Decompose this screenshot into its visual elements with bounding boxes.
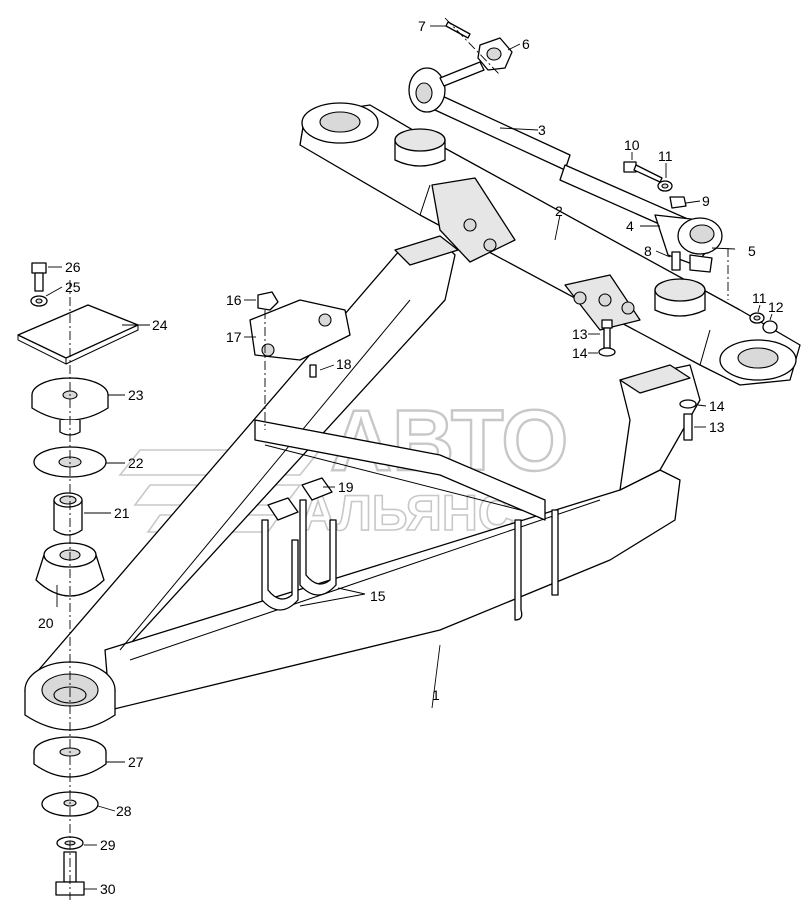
- callout-7: 7: [418, 18, 426, 34]
- callouts: 1 2 3 4 5 6 7 8 9 10 11 11 12 13 13 14 1…: [38, 18, 784, 897]
- washer-part-11: [657, 180, 673, 192]
- washer-part-14a: [598, 347, 616, 357]
- callout-9: 9: [702, 193, 710, 209]
- callout-3: 3: [538, 122, 546, 138]
- plate-part-19: [267, 477, 333, 521]
- callout-11a: 11: [658, 148, 673, 164]
- callout-13b: 13: [709, 419, 725, 435]
- bolt-part-13a: [601, 319, 613, 349]
- callout-11b: 11: [752, 290, 767, 306]
- callout-12: 12: [768, 299, 784, 315]
- callout-20: 20: [38, 615, 54, 631]
- callout-16: 16: [226, 292, 242, 308]
- u-bolts-part-15: [261, 499, 559, 621]
- washer-part-11b: [749, 312, 765, 324]
- washer-part-25: [30, 295, 48, 307]
- leader-lines: [45, 25, 773, 890]
- callout-27: 27: [128, 754, 144, 770]
- bolt-part-10: [623, 161, 663, 183]
- callout-26: 26: [65, 259, 81, 275]
- nut-part-9: [669, 196, 687, 209]
- callout-17: 17: [226, 329, 242, 345]
- plate-part-24: [17, 304, 139, 365]
- callout-2: 2: [555, 203, 563, 219]
- clamp-plate-part-17: [249, 299, 351, 361]
- callout-19: 19: [338, 479, 354, 495]
- pin-part-18: [309, 364, 317, 378]
- nut-part-16: [257, 291, 279, 311]
- callout-21: 21: [114, 505, 130, 521]
- washer-part-14b: [679, 399, 697, 409]
- cross-beam-part-2: [299, 102, 801, 386]
- sleeve-part-21: [53, 492, 83, 536]
- callout-6: 6: [522, 36, 530, 52]
- callout-23: 23: [128, 387, 144, 403]
- callout-1: 1: [432, 687, 440, 703]
- bolt-part-13b: [683, 413, 693, 441]
- callout-4: 4: [626, 218, 634, 234]
- castle-nut-part-6: [477, 37, 513, 71]
- center-lines: [69, 17, 729, 900]
- a-frame-part-1: [24, 235, 701, 731]
- bolt-part-8: [671, 251, 681, 271]
- nut-part-12: [762, 320, 778, 334]
- callout-8: 8: [644, 243, 652, 259]
- watermark-logo: АВТО АЛЬЯНС: [118, 392, 569, 542]
- callout-22: 22: [128, 455, 144, 471]
- callout-29: 29: [100, 837, 116, 853]
- ball-joint-part-5: [654, 214, 723, 273]
- callout-13a: 13: [572, 326, 588, 342]
- callout-15: 15: [370, 588, 386, 604]
- bolt-part-26: [31, 262, 47, 292]
- callout-10: 10: [624, 137, 640, 153]
- callout-5: 5: [748, 243, 756, 259]
- callout-14b: 14: [709, 398, 725, 414]
- callout-30: 30: [100, 881, 116, 897]
- callout-28: 28: [116, 803, 132, 819]
- cotter-pin-part-7: [445, 21, 471, 39]
- callout-24: 24: [152, 317, 168, 333]
- callout-25: 25: [65, 279, 81, 295]
- callout-18: 18: [336, 356, 352, 372]
- callout-14a: 14: [572, 345, 588, 361]
